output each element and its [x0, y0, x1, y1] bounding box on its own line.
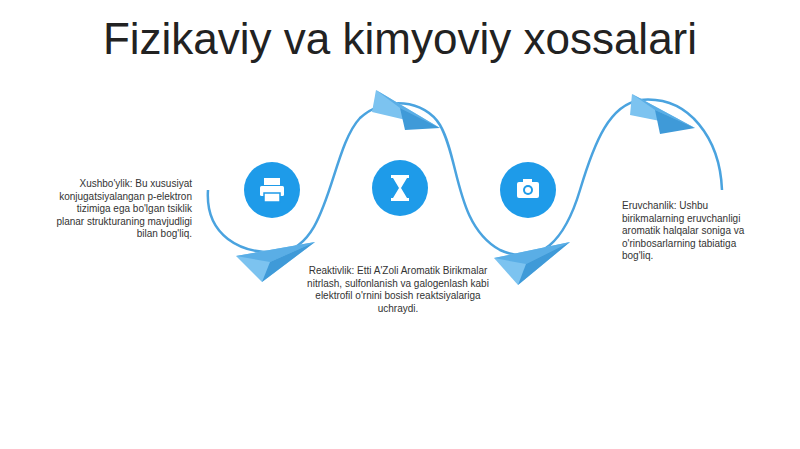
- paper-plane: [236, 242, 315, 282]
- paper-plane: [630, 94, 695, 134]
- printer-icon: [244, 162, 300, 218]
- page-title: Fizikaviy va kimyoviy xossalari: [0, 14, 800, 64]
- property-note: Eruvchanlik: Ushbu birikmalarning eruvch…: [622, 200, 762, 263]
- paper-plane: [494, 242, 570, 285]
- property-note: Reaktivlik: Etti A'Zoli Aromatik Birikma…: [300, 265, 496, 315]
- hourglass-icon: [372, 160, 428, 216]
- camera-icon: [500, 162, 556, 218]
- paper-plane: [372, 90, 440, 130]
- property-note: Xushbo'ylik: Bu xususiyat konjugatsiyala…: [52, 178, 192, 241]
